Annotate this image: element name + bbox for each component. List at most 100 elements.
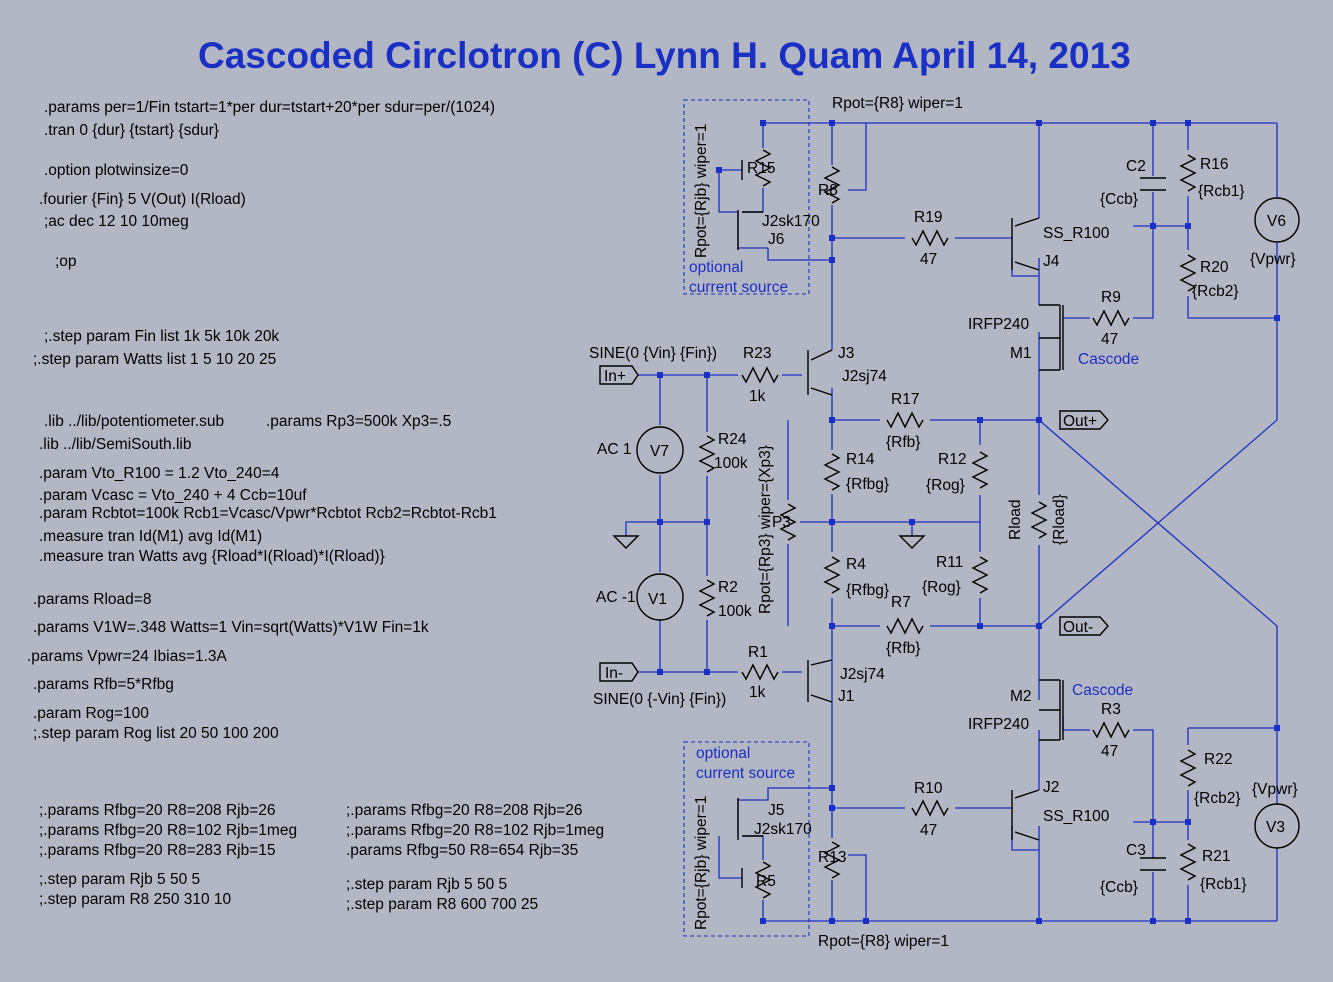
resistor-r12[interactable] — [972, 451, 988, 489]
label-j6-type: J2sk170 — [762, 213, 820, 230]
page-title: Cascoded Circlotron (C) Lynn H. Quam Apr… — [198, 35, 1131, 76]
ground-symbol — [612, 535, 640, 549]
label-r14: R14 — [846, 451, 875, 468]
port-out-plus[interactable] — [1059, 410, 1109, 430]
resistor-r14[interactable] — [824, 453, 840, 491]
label-r20-val: {Rcb2} — [1192, 283, 1239, 300]
resistor-r4[interactable] — [824, 556, 840, 594]
directive: .params Rp3=500k Xp3=.5 — [266, 413, 451, 430]
mosfet-m2[interactable] — [1039, 679, 1064, 741]
label-r8: R8 — [818, 182, 838, 199]
label-rload-val: {Rload} — [1051, 494, 1068, 545]
resistor-r9[interactable] — [1092, 310, 1130, 326]
directive: ;.step param Watts list 1 5 10 20 25 — [33, 351, 276, 368]
resistor-r10[interactable] — [911, 800, 949, 816]
label-r12: R12 — [938, 451, 966, 468]
resistor-rload[interactable] — [1031, 501, 1047, 539]
jfet-j5[interactable] — [737, 798, 763, 840]
label-optional-top: optional — [689, 259, 743, 276]
label-rpot-r8-bottom: Rpot={R8} wiper=1 — [818, 933, 949, 950]
voltage-source-v1[interactable] — [636, 573, 684, 621]
resistor-r16[interactable] — [1180, 154, 1196, 192]
label-v6-val: {Vpwr} — [1250, 251, 1296, 268]
directive: .param Vto_R100 = 1.2 Vto_240=4 — [39, 465, 280, 482]
resistor-r11[interactable] — [972, 556, 988, 594]
jfet-j2[interactable] — [1011, 789, 1040, 841]
voltage-source-v7[interactable] — [636, 426, 684, 474]
label-r1-val: 1k — [749, 684, 766, 701]
port-in-plus[interactable] — [599, 365, 639, 385]
label-r4-val: {Rfbg} — [846, 582, 889, 599]
resistor-r22[interactable] — [1180, 749, 1196, 787]
ground-symbol — [898, 535, 926, 549]
label-r10-val: 47 — [920, 822, 937, 839]
jfet-j6[interactable] — [737, 210, 763, 250]
voltage-source-v6[interactable] — [1254, 197, 1300, 243]
directive: .params per=1/Fin tstart=1*per dur=tstar… — [44, 99, 495, 116]
label-c2: C2 — [1126, 158, 1146, 175]
capacitor-c2[interactable] — [1140, 177, 1166, 191]
label-v3-val: {Vpwr} — [1252, 781, 1298, 798]
label-r7: R7 — [891, 594, 911, 611]
label-r17-val: {Rfb} — [886, 434, 920, 451]
label-in-minus: In- — [605, 665, 623, 682]
resistor-r23[interactable] — [741, 367, 779, 383]
label-v7: V7 — [650, 443, 669, 460]
voltage-source-v3[interactable] — [1254, 803, 1300, 849]
resistor-r19[interactable] — [911, 230, 949, 246]
resistor-r7[interactable] — [886, 618, 924, 634]
label-current-source-top: current source — [689, 279, 788, 296]
directive: ;.step param R8 600 700 25 — [346, 896, 538, 913]
directive: .param Rcbtot=100k Rcb1=Vcasc/Vpwr*Rcbto… — [39, 505, 497, 522]
label-r2: R2 — [718, 579, 738, 596]
label-in-plus: In+ — [604, 368, 626, 385]
label-j3: J3 — [838, 345, 854, 362]
directive: .params V1W=.348 Watts=1 Vin=sqrt(Watts)… — [33, 619, 429, 636]
label-r23-val: 1k — [749, 388, 766, 405]
label-out-minus: Out- — [1063, 619, 1093, 636]
label-r19-val: 47 — [920, 251, 937, 268]
port-out-minus[interactable] — [1059, 616, 1109, 636]
jfet-j3[interactable] — [807, 349, 833, 396]
mosfet-m1[interactable] — [1039, 304, 1064, 371]
label-r5: R5 — [756, 873, 776, 890]
label-j4-type: SS_R100 — [1043, 225, 1110, 242]
label-v1: V1 — [648, 591, 667, 608]
label-c2-val: {Ccb} — [1100, 191, 1138, 208]
label-j2-type: SS_R100 — [1043, 808, 1110, 825]
label-ac-minus-1: AC -1 — [596, 589, 636, 606]
directive: ;.step param Rjb 5 50 5 — [39, 871, 200, 888]
label-out-plus: Out+ — [1063, 413, 1097, 430]
directive: .param Rog=100 — [33, 705, 149, 722]
label-r1: R1 — [748, 644, 768, 661]
resistor-r21[interactable] — [1180, 843, 1196, 881]
label-r23: R23 — [743, 345, 771, 362]
port-in-minus[interactable] — [599, 662, 639, 682]
directive: ;.params Rfbg=20 R8=102 Rjb=1meg — [346, 822, 604, 839]
wires — [625, 122, 1278, 922]
label-r12-val: {Rog} — [926, 477, 965, 494]
directive: ;.params Rfbg=20 R8=208 Rjb=26 — [39, 802, 276, 819]
resistor-r17[interactable] — [886, 412, 924, 428]
resistor-r2[interactable] — [699, 579, 715, 617]
jfet-j4[interactable] — [1011, 217, 1040, 271]
label-r16: R16 — [1200, 156, 1228, 173]
component-labels: Rpot={R8} wiper=1 Rpot={Rjb} wiper=1 R15… — [589, 95, 1298, 950]
directive: .params Rfbg=50 R8=654 Rjb=35 — [346, 842, 578, 859]
directive: .fourier {Fin} 5 V(Out) I(Rload) — [39, 191, 246, 208]
jfet-j1[interactable] — [807, 659, 833, 703]
label-r22: R22 — [1204, 751, 1232, 768]
resistor-r1[interactable] — [741, 664, 779, 680]
label-r7-val: {Rfb} — [886, 640, 920, 657]
label-r21-val: {Rcb1} — [1200, 876, 1247, 893]
directive: ;.step param R8 250 310 10 — [39, 891, 232, 908]
label-r4: R4 — [846, 556, 866, 573]
directive: .param Vcasc = Vto_240 + 4 Ccb=10uf — [39, 487, 307, 504]
capacitor-c3[interactable] — [1140, 857, 1166, 871]
label-j1-type: J2sj74 — [840, 666, 885, 683]
label-r10: R10 — [914, 780, 943, 797]
resistor-r24[interactable] — [699, 435, 715, 473]
resistor-r3[interactable] — [1092, 722, 1130, 738]
label-j5: J5 — [768, 802, 784, 819]
label-rload: Rload — [1007, 500, 1024, 541]
